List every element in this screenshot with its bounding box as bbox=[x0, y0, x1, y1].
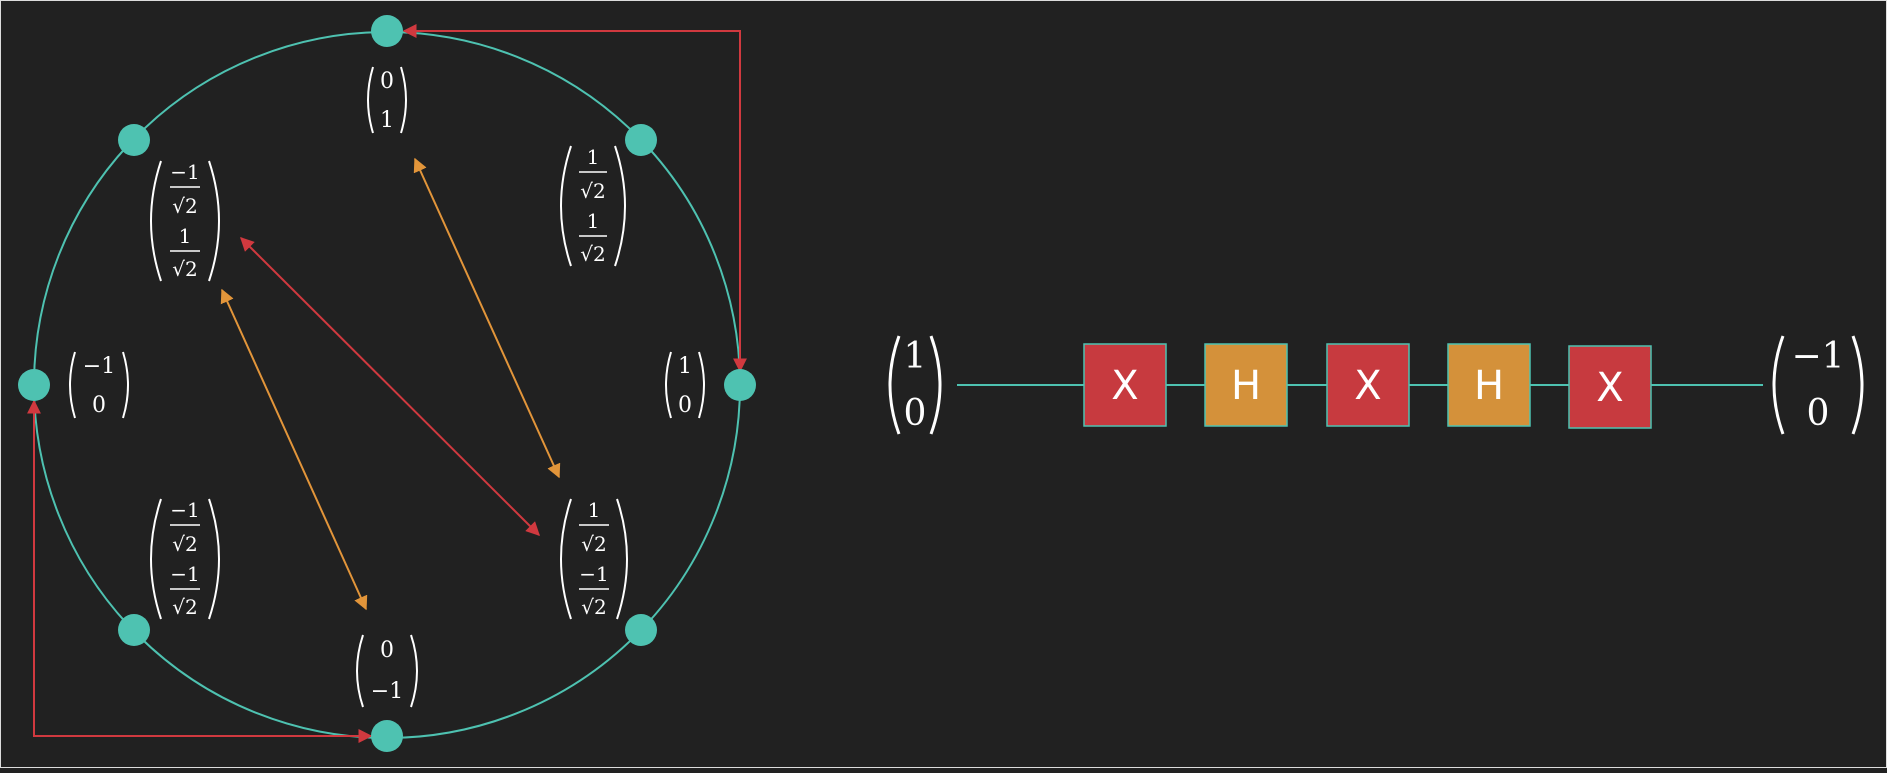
gate-5-label: X bbox=[1596, 365, 1623, 411]
vector-right-entry-2: 0 bbox=[678, 393, 692, 418]
vector-label-bottom: 0 −1 bbox=[356, 634, 418, 708]
vector-right-entry-1: 1 bbox=[678, 354, 692, 379]
orange-arrow-top-left-to-bottom bbox=[220, 288, 368, 611]
output-entry-2: 0 bbox=[1807, 393, 1830, 434]
node-top bbox=[371, 15, 403, 47]
gate-2-label: H bbox=[1231, 363, 1261, 409]
vector-label-top: 0 1 bbox=[367, 66, 407, 134]
vector-left-entry-2: 0 bbox=[92, 393, 106, 418]
bottom-right-den-2: √2 bbox=[581, 595, 606, 619]
gate-1-label: X bbox=[1111, 363, 1138, 409]
vector-label-bottom-right: 1 √2 −1 √2 bbox=[560, 498, 628, 620]
red-arrow-left-to-bottom bbox=[27, 399, 373, 743]
circuit-output-vector: −1 0 bbox=[1772, 335, 1864, 435]
gate-3: X bbox=[1326, 343, 1410, 427]
gate-4-label: H bbox=[1474, 363, 1504, 409]
top-right-den-2: √2 bbox=[580, 242, 605, 266]
node-top-right bbox=[625, 124, 657, 156]
output-entry-1: −1 bbox=[1791, 336, 1844, 377]
bottom-right-den-1: √2 bbox=[581, 532, 606, 556]
gate-1: X bbox=[1083, 343, 1167, 427]
top-left-den-1: √2 bbox=[172, 194, 197, 218]
top-left-den-2: √2 bbox=[172, 257, 197, 281]
top-right-num-1: 1 bbox=[587, 145, 600, 169]
red-arrow-right-to-top bbox=[402, 24, 747, 373]
circuit-input-vector: 1 0 bbox=[888, 335, 942, 435]
input-entry-2: 0 bbox=[904, 393, 927, 434]
vector-label-top-right: 1 √2 1 √2 bbox=[560, 145, 626, 267]
node-bottom-left bbox=[118, 614, 150, 646]
vector-label-top-left: −1 √2 1 √2 bbox=[150, 160, 220, 282]
bottom-left-den-2: √2 bbox=[172, 595, 197, 619]
orange-arrow-top-to-bottom-right bbox=[413, 157, 561, 479]
bottom-right-num-1: 1 bbox=[588, 498, 601, 522]
vector-label-bottom-left: −1 √2 −1 √2 bbox=[150, 498, 220, 620]
top-left-num-2: 1 bbox=[179, 224, 192, 248]
top-right-den-1: √2 bbox=[580, 179, 605, 203]
top-right-num-2: 1 bbox=[587, 209, 600, 233]
top-left-num-1: −1 bbox=[170, 160, 199, 184]
bottom-left-den-1: √2 bbox=[172, 532, 197, 556]
gate-3-label: X bbox=[1354, 363, 1381, 409]
node-top-left bbox=[118, 124, 150, 156]
node-right bbox=[724, 369, 756, 401]
input-entry-1: 1 bbox=[904, 336, 927, 377]
vector-label-right: 1 0 bbox=[665, 351, 705, 419]
bottom-left-num-2: −1 bbox=[170, 562, 199, 586]
red-arrow-diagonal bbox=[240, 237, 540, 536]
gate-5: X bbox=[1568, 345, 1652, 429]
bottom-left-num-1: −1 bbox=[170, 498, 199, 522]
node-bottom bbox=[371, 720, 403, 752]
node-bottom-right bbox=[625, 614, 657, 646]
vector-bottom-entry-2: −1 bbox=[371, 679, 403, 704]
gate-2: H bbox=[1204, 343, 1288, 427]
vector-label-left: −1 0 bbox=[69, 351, 129, 419]
vector-bottom-entry-1: 0 bbox=[380, 638, 394, 663]
vector-left-entry-1: −1 bbox=[83, 354, 115, 379]
node-left bbox=[18, 369, 50, 401]
gate-4: H bbox=[1447, 343, 1531, 427]
vector-top-entry-2: 1 bbox=[380, 108, 394, 133]
bottom-right-num-2: −1 bbox=[579, 562, 608, 586]
vector-top-entry-1: 0 bbox=[380, 69, 394, 94]
